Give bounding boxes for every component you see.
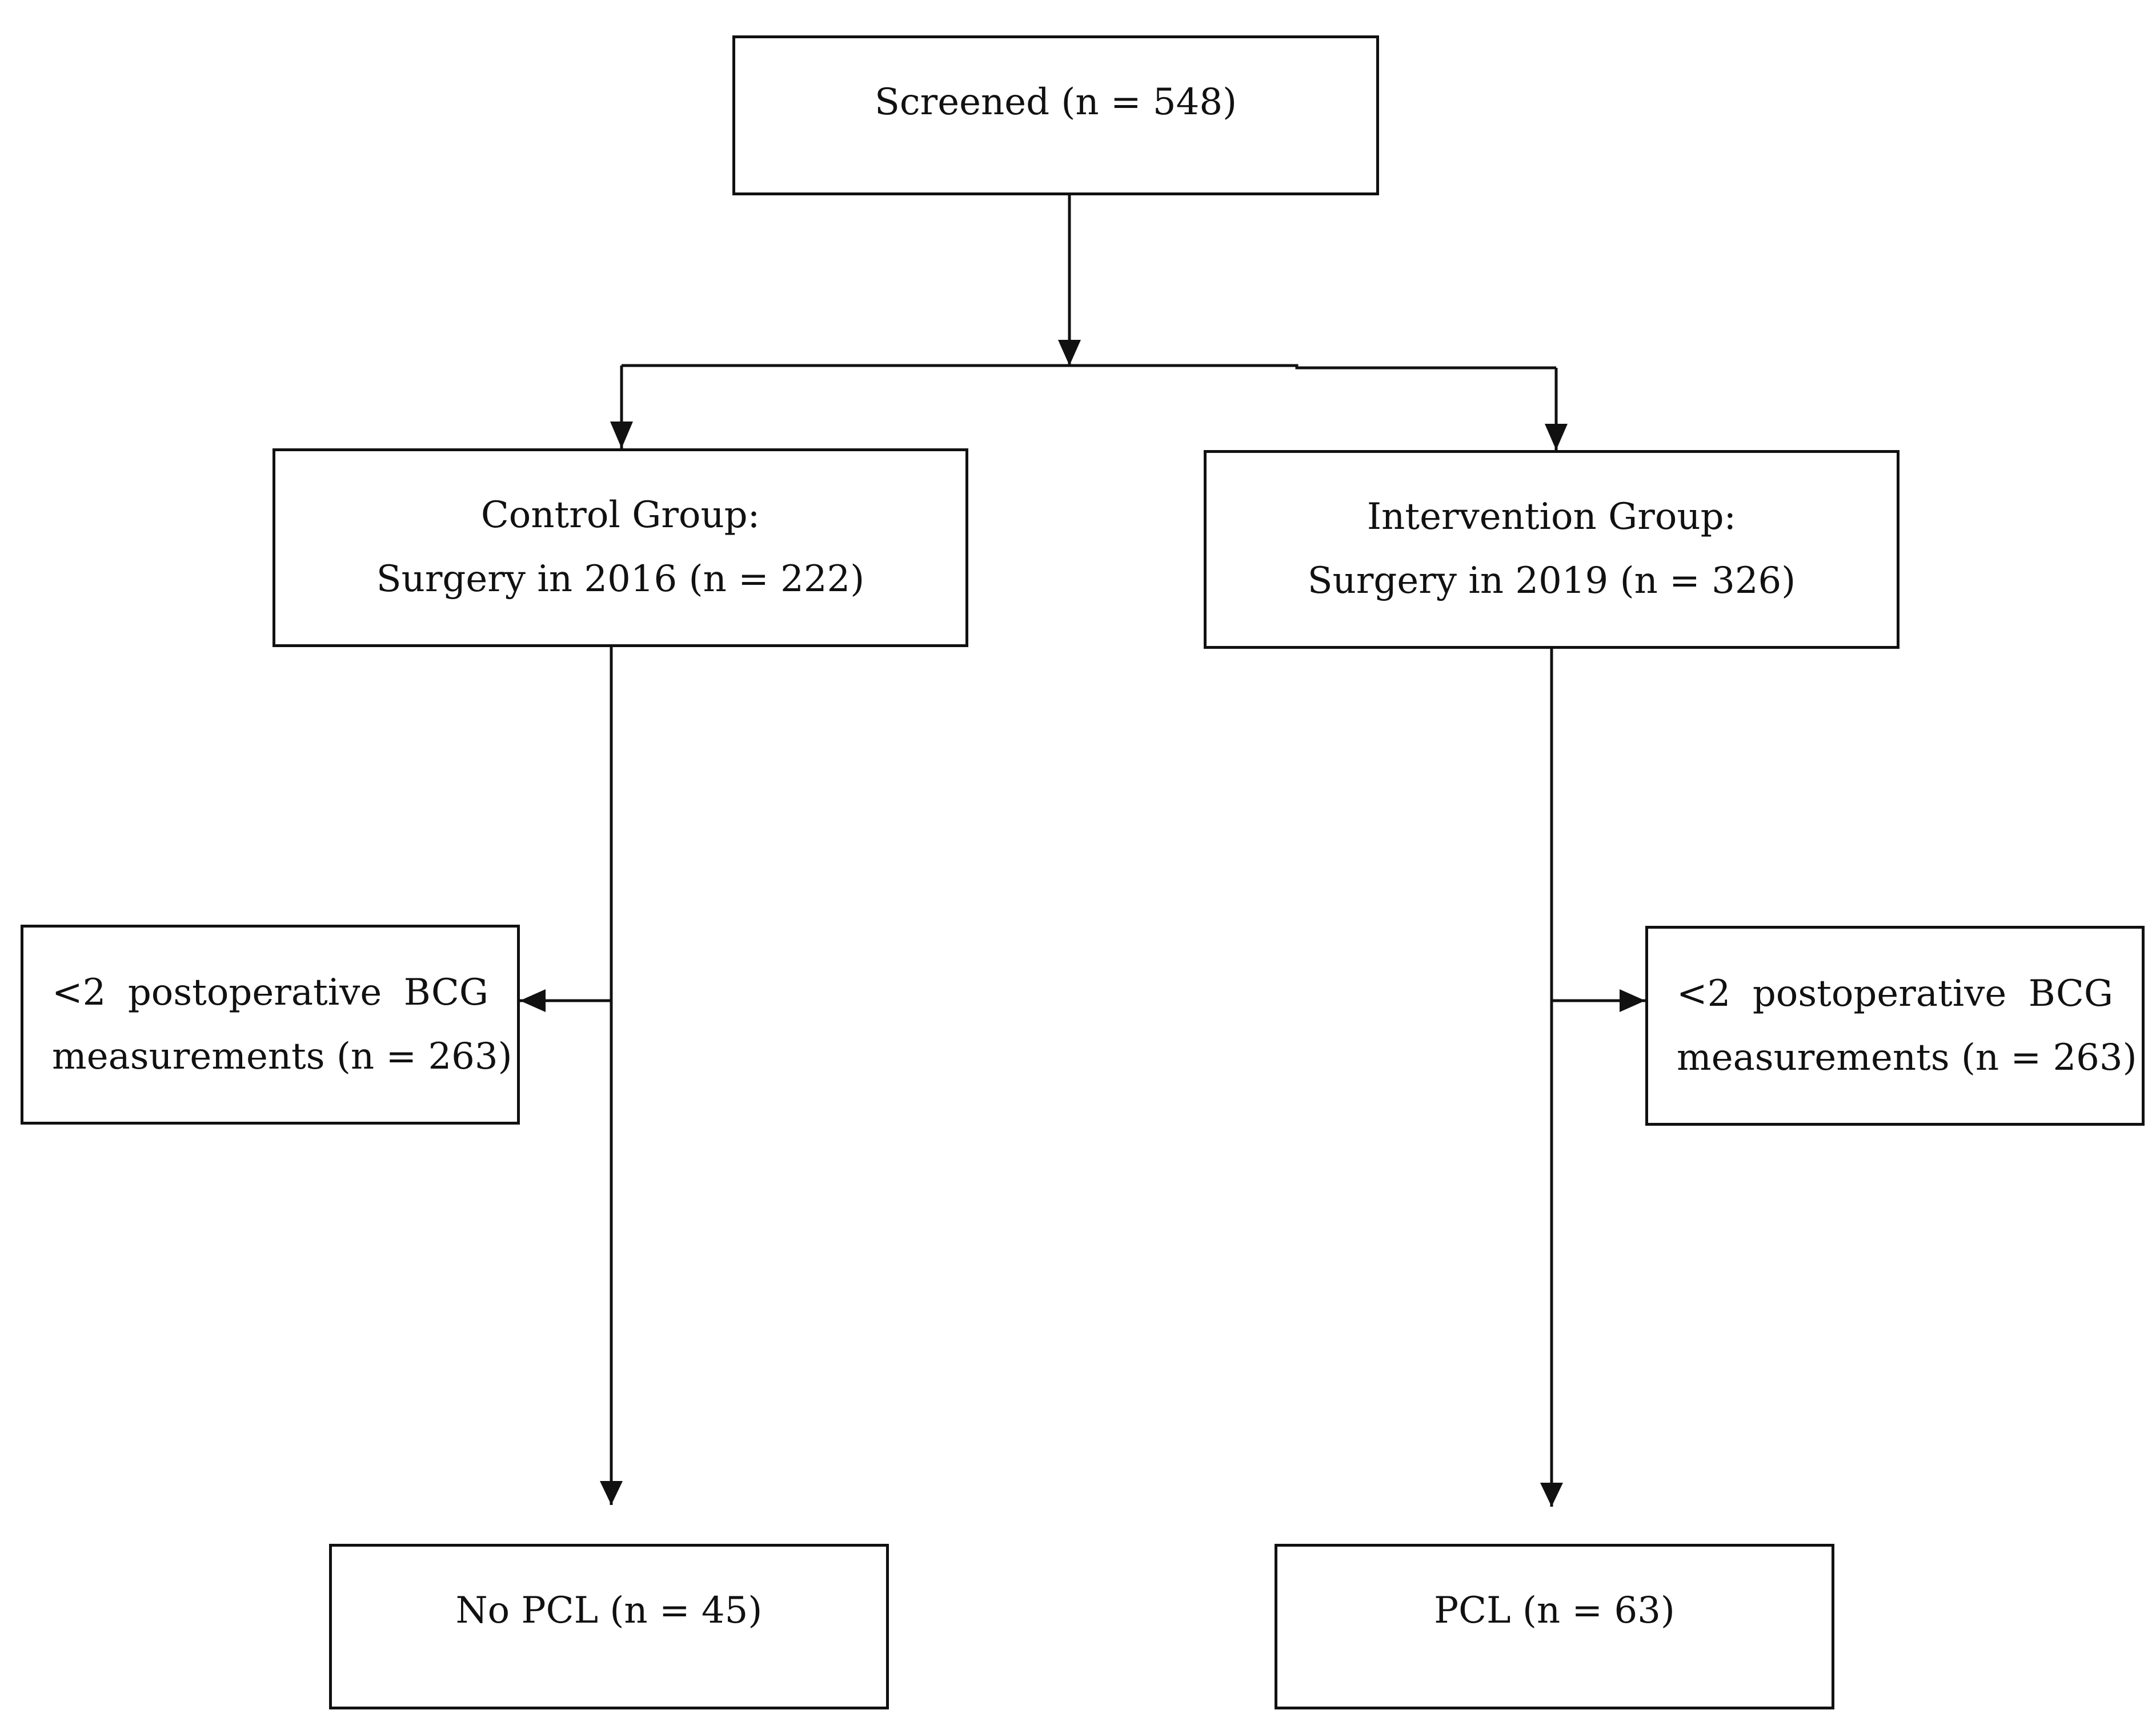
excluded-left-word-1: <2 <box>52 972 106 1014</box>
screened-box: Screened (n = 548) <box>732 35 1379 195</box>
intervention-group-title: Intervention Group: <box>1366 496 1737 538</box>
excluded-right-line1: <2 postoperative BCG <box>1677 962 2113 1026</box>
excluded-right-word-2: postoperative <box>1752 973 2007 1015</box>
arrowhead-intervention <box>1545 424 1568 450</box>
no-pcl-box: No PCL (n = 45) <box>329 1544 889 1709</box>
arrowhead-screened <box>1058 340 1081 366</box>
arrowhead-no-pcl <box>600 1481 623 1505</box>
arrowhead-control <box>610 422 633 448</box>
split-bar <box>622 364 1556 370</box>
excluded-left-word-3: BCG <box>403 972 488 1014</box>
no-pcl-label: No PCL (n = 45) <box>455 1590 763 1632</box>
control-group-detail: Surgery in 2016 (n = 222) <box>376 558 865 600</box>
arrowhead-excluded-right <box>1620 989 1645 1012</box>
intervention-group-box: Intervention Group: Surgery in 2019 (n =… <box>1204 450 1899 649</box>
excluded-left-line2: measurements (n = 263) <box>52 1035 512 1078</box>
control-group-title: Control Group: <box>480 494 760 536</box>
excluded-left-line1: <2 postoperative BCG <box>52 961 488 1025</box>
excluded-left-box: <2 postoperative BCG measurements (n = 2… <box>21 925 520 1125</box>
excluded-left-word-2: postoperative <box>127 972 382 1014</box>
pcl-label: PCL (n = 63) <box>1434 1590 1675 1632</box>
intervention-group-detail: Surgery in 2019 (n = 326) <box>1307 560 1796 602</box>
excluded-right-line2: measurements (n = 263) <box>1677 1037 2137 1079</box>
excluded-right-box: <2 postoperative BCG measurements (n = 2… <box>1645 926 2145 1126</box>
control-group-box: Control Group: Surgery in 2016 (n = 222) <box>272 448 968 647</box>
arrowhead-excluded-left <box>520 989 546 1012</box>
pcl-box: PCL (n = 63) <box>1275 1544 1834 1709</box>
excluded-right-word-3: BCG <box>2028 973 2113 1015</box>
excluded-right-word-1: <2 <box>1677 973 1731 1015</box>
arrowhead-pcl <box>1540 1483 1563 1507</box>
screened-label: Screened (n = 548) <box>874 81 1237 123</box>
